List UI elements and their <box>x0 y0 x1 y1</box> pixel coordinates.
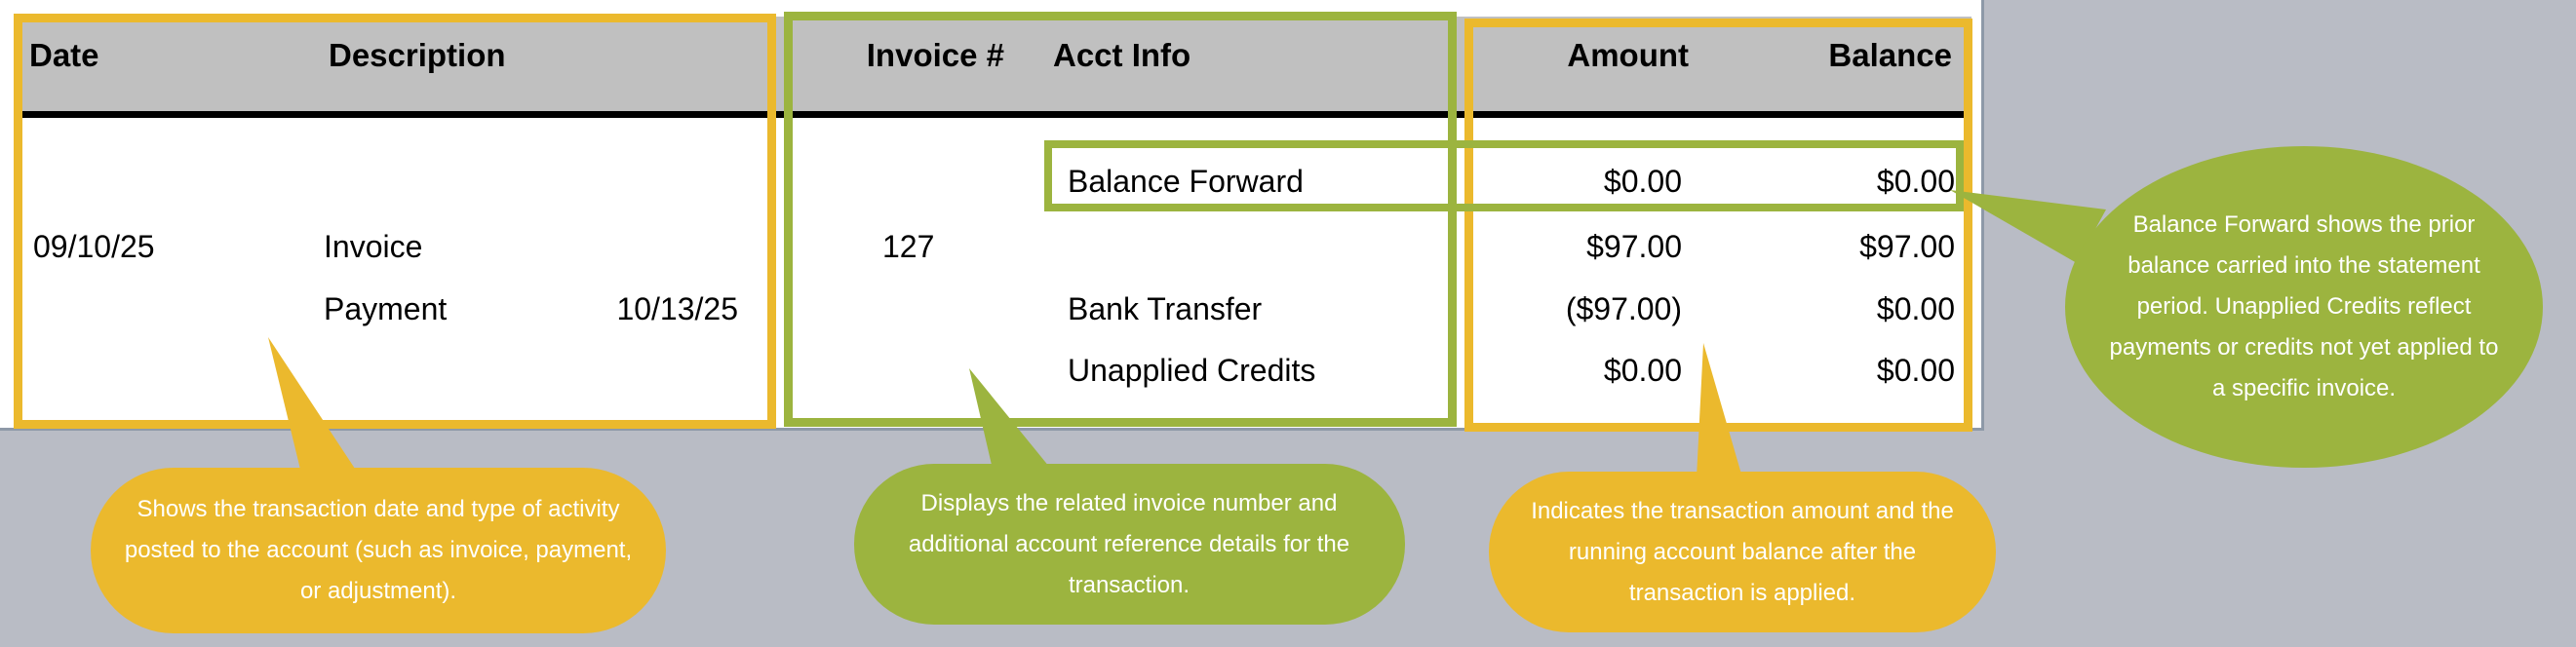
acct-info-cell: Unapplied Credits <box>1068 353 1316 388</box>
header-invoice: Invoice # <box>866 37 1004 73</box>
balance-cell: $0.00 <box>1876 353 1955 388</box>
table-header <box>14 17 1971 112</box>
header-divider <box>14 111 1971 118</box>
balance-cell: $0.00 <box>1876 164 1955 199</box>
header-balance: Balance <box>1828 37 1952 73</box>
description-cell: Invoice <box>324 229 423 264</box>
balance-cell: $0.00 <box>1876 291 1955 326</box>
balance-forward-highlight <box>1044 140 1964 211</box>
callout-date-description-shape <box>91 337 666 633</box>
amount-cell: $0.00 <box>1603 353 1682 388</box>
description-date-cell: 10/13/25 <box>616 291 738 326</box>
date-cell: 09/10/25 <box>33 229 155 264</box>
description-cell: Payment <box>324 291 448 326</box>
callout-date-description: Shows the transaction date and type of a… <box>124 496 633 604</box>
acct-info-cell: Bank Transfer <box>1068 291 1263 326</box>
balance-cell: $97.00 <box>1859 229 1955 264</box>
header-acct-info: Acct Info <box>1053 37 1191 73</box>
amount-cell: ($97.00) <box>1565 291 1682 326</box>
header-amount: Amount <box>1567 37 1689 73</box>
acct-info-cell: Balance Forward <box>1068 164 1304 199</box>
callout-balance-forward: Balance Forward shows the prior balance … <box>2109 211 2499 401</box>
date-description-highlight <box>14 14 776 429</box>
invoice-acct-highlight <box>784 12 1457 427</box>
callout-amount-balance: Indicates the transaction amount and the… <box>1531 497 1954 606</box>
header-description: Description <box>329 37 506 73</box>
amount-cell: $97.00 <box>1586 229 1682 264</box>
invoice-cell: 127 <box>882 229 935 264</box>
header-date: Date <box>29 37 99 73</box>
callout-amount-balance-shape <box>1489 343 1996 632</box>
callout-balance-forward-shape <box>1950 146 2543 468</box>
callout-invoice-acct-shape <box>854 368 1405 625</box>
callout-invoice-acct: Displays the related invoice number and … <box>908 489 1350 598</box>
amount-cell: $0.00 <box>1603 164 1682 199</box>
